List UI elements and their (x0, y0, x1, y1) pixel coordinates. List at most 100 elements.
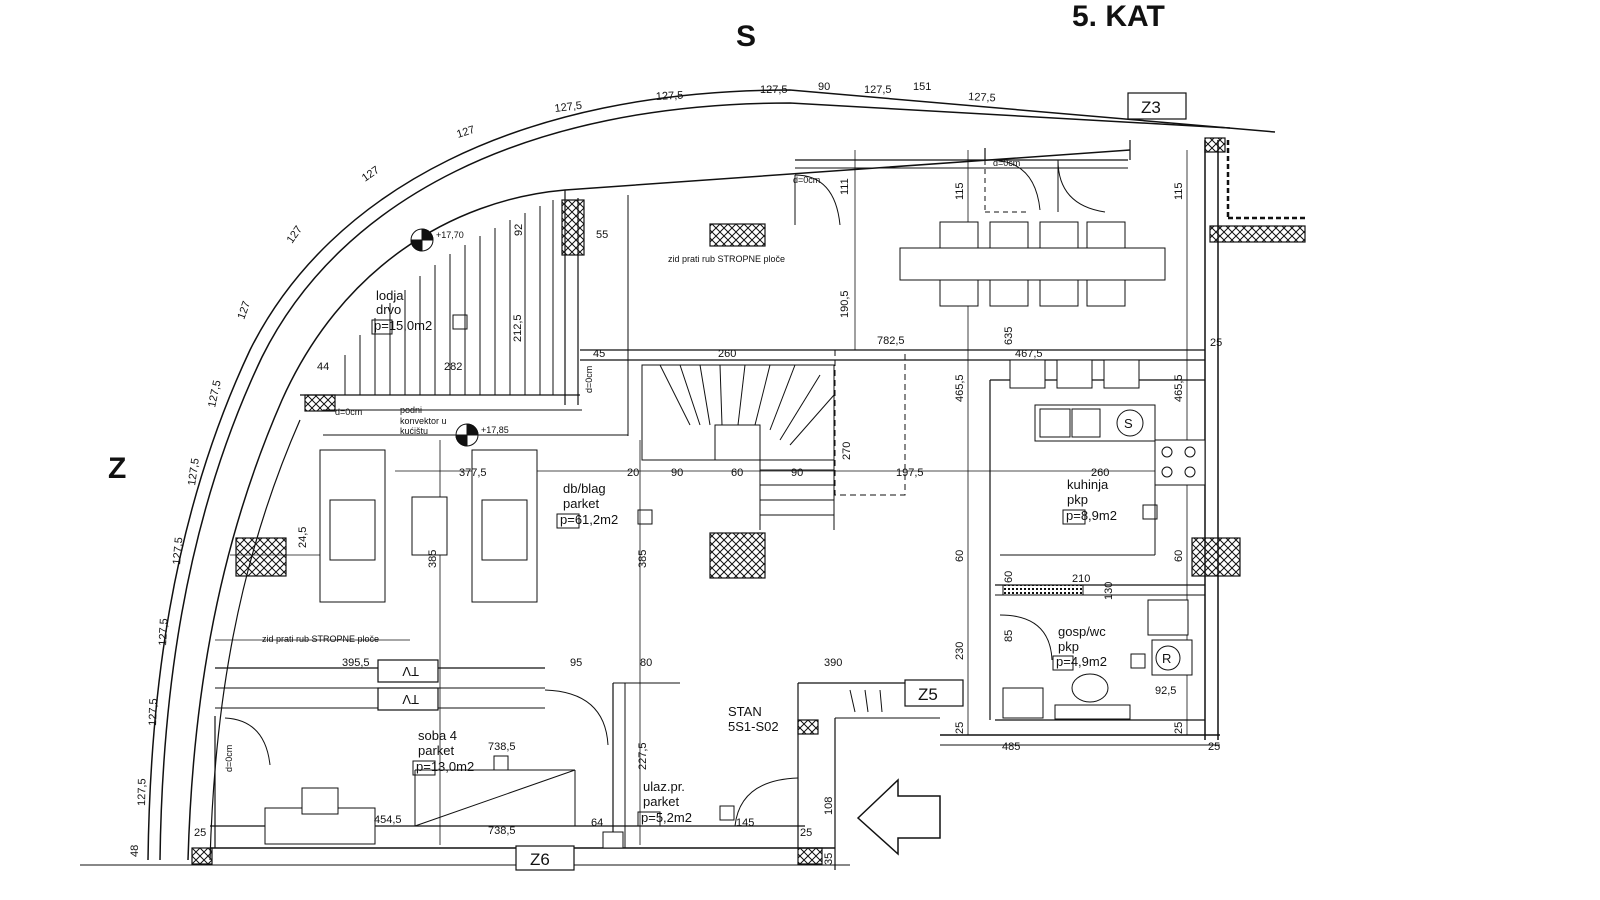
dim-label: 92,5 (1155, 685, 1176, 697)
dim-label: 64 (591, 817, 603, 829)
convector-note-1: podni (400, 405, 422, 415)
dim-label: 115 (1173, 182, 1185, 200)
dnevni-area: p=61,2m2 (560, 512, 618, 527)
dim-label: 467,5 (1015, 348, 1043, 360)
top-dimensions: 127,5 127,5 127,5 90 151 (760, 81, 996, 104)
level-label-1: +17,70 (436, 230, 464, 240)
plan-notes: zid prati rub STROPNE ploče zid prati ru… (224, 158, 1020, 772)
dim-label: 127 (236, 300, 254, 321)
zone-boxes (377, 92, 1187, 871)
ulaz-floor: parket (643, 794, 680, 809)
dim-label: 782,5 (877, 335, 905, 347)
arc-dimensions: 127,5 127,5 127 127 127 127 127,5 127,5 … (129, 90, 684, 857)
zone-z6: Z6 (530, 850, 550, 869)
dim-label: 230 (954, 642, 966, 660)
dim-label: 127,5 (968, 91, 996, 104)
dim-label: 25 (800, 827, 812, 839)
dim-label: 390 (824, 657, 842, 669)
lodja-deck-lines (344, 200, 554, 395)
door-mark: d=0cm (335, 407, 362, 417)
dim-label: 60 (1003, 571, 1015, 583)
dim-label: 635 (1003, 327, 1015, 345)
door-mark: d=0cm (993, 158, 1020, 168)
dim-label: 127 (455, 124, 476, 141)
tv-label: TV (402, 692, 419, 707)
door-mark: d=0cm (584, 366, 594, 393)
dnevni-floor: parket (563, 496, 600, 511)
dim-label: 35 (823, 853, 835, 865)
sink-symbol: S (1124, 416, 1133, 431)
dim-label: 127,5 (147, 698, 160, 726)
dim-label: 130 (1103, 582, 1115, 600)
kuhinja-area: p=8,9m2 (1066, 508, 1117, 523)
dim-label: 127,5 (157, 618, 170, 646)
dim-label: 738,5 (488, 741, 516, 753)
dim-label: 111 (839, 178, 851, 195)
dim-label: 44 (317, 361, 329, 373)
dim-label: 127,5 (136, 778, 148, 806)
dim-label: 260 (1091, 467, 1109, 479)
dim-label: 60 (731, 467, 743, 479)
dim-label: 115 (954, 182, 966, 200)
dim-label: 60 (954, 550, 966, 562)
wc-floor: pkp (1058, 639, 1079, 654)
floor-title: 5. KAT (1072, 0, 1165, 33)
dim-label: 270 (841, 442, 853, 460)
outer-curved-wall (147, 89, 1276, 861)
ceiling-note-left: zid prati rub STROPNE ploče (262, 634, 379, 644)
dim-label: 465,5 (1173, 374, 1185, 402)
dim-label: 485 (1002, 741, 1020, 753)
dim-label: 90 (791, 467, 803, 479)
structural-columns (191, 137, 1306, 865)
kuhinja-name: kuhinja (1067, 477, 1109, 492)
door-mark: d=0cm (793, 175, 820, 185)
dim-label: 227,5 (637, 742, 649, 770)
ceiling-note-top: zid prati rub STROPNE ploče (668, 254, 785, 264)
dim-label: 127,5 (656, 90, 684, 103)
soba-floor: parket (418, 743, 455, 758)
room-labels: lodja drvo p=15,0m2 db/blag parket p=61,… (371, 288, 1158, 827)
living-furniture (319, 449, 538, 603)
soba-area: p=13,0m2 (416, 759, 474, 774)
interior-dimensions: 55 92 212,5 44 282 45 260 782,5 467,5 25… (194, 178, 1222, 865)
dim-label: 127,5 (554, 100, 583, 115)
door-mark: d=0cm (224, 745, 234, 772)
zone-z3: Z3 (1141, 98, 1161, 117)
dim-label: 25 (1208, 741, 1220, 753)
dim-label: 92 (513, 224, 525, 236)
ulaz-area: p=5,2m2 (641, 810, 692, 825)
dim-label: 127,5 (864, 84, 892, 96)
ulaz-name: ulaz.pr. (643, 779, 685, 794)
dim-label: 127,5 (760, 84, 788, 96)
kitchen-fixtures (1002, 404, 1206, 720)
dim-label: 48 (129, 845, 141, 857)
dim-label: 197,5 (896, 467, 924, 479)
dining-set (899, 221, 1166, 389)
staircase (641, 364, 835, 530)
dim-label: 385 (427, 550, 439, 568)
dim-label: 24,5 (297, 527, 309, 548)
dim-label: 145 (736, 817, 754, 829)
dim-label: 212,5 (512, 314, 524, 342)
tv-labels: TV TV (402, 664, 419, 707)
zone-z5: Z5 (918, 685, 938, 704)
dim-label: 127,5 (206, 379, 223, 408)
convector-note-2: konvektor u (400, 416, 447, 426)
dim-label: 282 (444, 361, 462, 373)
dim-label: 55 (596, 229, 608, 241)
dim-label: 260 (718, 348, 736, 360)
dim-label: 395,5 (342, 657, 370, 669)
lodja-area: p=15,0m2 (374, 318, 432, 333)
dim-label: 127,5 (186, 457, 202, 486)
convector-note-3: kućištu (400, 426, 428, 436)
dim-label: 85 (1003, 630, 1015, 642)
dim-label: 25 (1210, 337, 1222, 349)
dim-label: 95 (570, 657, 582, 669)
dim-label: 210 (1072, 573, 1090, 585)
wc-name: gosp/wc (1058, 624, 1106, 639)
dim-label: 45 (593, 348, 605, 360)
dim-label: 108 (823, 797, 835, 815)
level-markers (410, 228, 479, 447)
dim-label: 377,5 (459, 467, 487, 479)
